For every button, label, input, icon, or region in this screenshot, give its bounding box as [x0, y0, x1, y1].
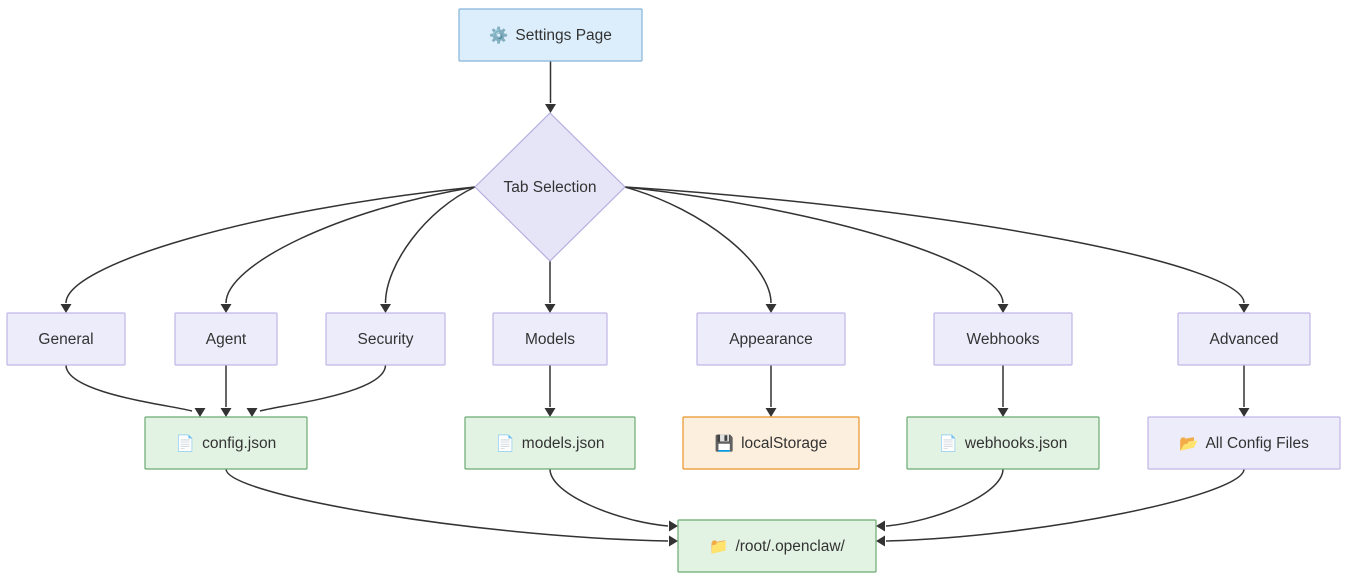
- node-general[interactable]: General: [6, 312, 126, 366]
- edge-security-to-configjson: [259, 364, 387, 412]
- edge-layer: [60, 61, 1250, 547]
- node-label-advanced: Advanced: [1210, 331, 1279, 348]
- node-label-allconfig: All Config Files: [1205, 435, 1309, 452]
- edge-tabsel-to-advanced: [624, 186, 1245, 304]
- edge-arrowhead: [669, 520, 678, 532]
- node-models[interactable]: Models: [492, 312, 608, 366]
- edge-arrowhead: [876, 520, 885, 532]
- node-shape-rect: [682, 416, 860, 470]
- edge-arrowhead: [1238, 408, 1250, 417]
- node-openclawdir[interactable]: 📁 /root/.openclaw/: [677, 519, 877, 573]
- node-label-openclawdir: /root/.openclaw/: [735, 538, 845, 555]
- edge-arrowhead: [544, 304, 556, 313]
- node-shape-rect: [677, 519, 877, 573]
- edge-arrowhead: [220, 304, 232, 313]
- edge-tabsel-to-webhooks: [624, 186, 1004, 304]
- edge-arrowhead: [380, 304, 391, 313]
- node-label-models: Models: [525, 331, 575, 348]
- folder-icon: 📁: [709, 538, 728, 556]
- node-tabsel[interactable]: Tab Selection: [474, 112, 626, 262]
- node-allconfig[interactable]: 📂 All Config Files: [1147, 416, 1341, 470]
- edge-modelsjson-to-openclawdir: [549, 468, 669, 527]
- floppy-disk-icon: 💾: [715, 434, 734, 453]
- node-webhooks[interactable]: Webhooks: [933, 312, 1073, 366]
- node-shape-rect: [464, 416, 636, 470]
- node-shape-diamond: [474, 112, 626, 262]
- node-label-modelsjson: models.json: [522, 435, 605, 452]
- edge-arrowhead: [669, 535, 678, 547]
- edge-tabsel-to-appearance: [624, 186, 772, 304]
- node-shape-rect: [1147, 416, 1341, 470]
- node-localstorage[interactable]: 💾 localStorage: [682, 416, 860, 470]
- edge-arrowhead: [876, 535, 885, 547]
- node-shape-rect: [174, 312, 278, 366]
- edge-tabsel-to-agent: [225, 186, 476, 304]
- node-appearance[interactable]: Appearance: [696, 312, 846, 366]
- edge-arrowhead: [194, 408, 206, 417]
- node-label-security: Security: [358, 331, 414, 348]
- edge-arrowhead: [997, 408, 1009, 417]
- node-configjson[interactable]: 📄 config.json: [144, 416, 308, 470]
- edge-configjson-to-openclawdir: [225, 468, 669, 542]
- document-icon: 📄: [495, 434, 514, 453]
- document-icon: 📄: [176, 434, 195, 453]
- gear-icon: ⚙️: [489, 26, 508, 45]
- open-folder-icon: 📂: [1179, 435, 1198, 453]
- node-label-tabsel: Tab Selection: [503, 179, 596, 196]
- edge-arrowhead: [544, 408, 556, 417]
- node-shape-rect: [906, 416, 1100, 470]
- node-label-webhooksjson: webhooks.json: [964, 435, 1068, 452]
- edge-arrowhead: [220, 408, 232, 417]
- node-advanced[interactable]: Advanced: [1177, 312, 1311, 366]
- edge-general-to-configjson: [65, 364, 193, 412]
- node-label-appearance: Appearance: [729, 331, 813, 348]
- edge-arrowhead: [1238, 304, 1250, 313]
- node-shape-rect: [933, 312, 1073, 366]
- node-shape-rect: [144, 416, 308, 470]
- node-shape-rect: [6, 312, 126, 366]
- edge-arrowhead: [545, 104, 556, 113]
- node-label-configjson: config.json: [202, 435, 276, 452]
- node-shape-rect: [492, 312, 608, 366]
- edge-arrowhead: [246, 408, 258, 417]
- node-shape-rect: [325, 312, 446, 366]
- node-settings[interactable]: ⚙️ Settings Page: [458, 8, 643, 62]
- node-label-webhooks: Webhooks: [967, 331, 1040, 348]
- edge-arrowhead: [60, 304, 72, 313]
- edge-arrowhead: [765, 408, 777, 417]
- node-label-settings: Settings Page: [515, 27, 612, 44]
- node-shape-rect: [458, 8, 643, 62]
- edge-webhooksjson-to-openclawdir: [885, 468, 1004, 527]
- node-label-agent: Agent: [206, 331, 247, 348]
- node-webhooksjson[interactable]: 📄 webhooks.json: [906, 416, 1100, 470]
- node-shape-rect: [1177, 312, 1311, 366]
- node-label-localstorage: localStorage: [741, 435, 827, 452]
- node-label-general: General: [38, 331, 93, 348]
- node-security[interactable]: Security: [325, 312, 446, 366]
- document-icon: 📄: [939, 434, 958, 453]
- edge-tabsel-to-security: [384, 186, 476, 304]
- node-shape-rect: [696, 312, 846, 366]
- edge-arrowhead: [765, 304, 777, 313]
- edge-arrowhead: [997, 304, 1009, 313]
- node-agent[interactable]: Agent: [174, 312, 278, 366]
- node-modelsjson[interactable]: 📄 models.json: [464, 416, 636, 470]
- edge-tabsel-to-general: [65, 186, 476, 304]
- edge-allconfig-to-openclawdir: [885, 468, 1245, 542]
